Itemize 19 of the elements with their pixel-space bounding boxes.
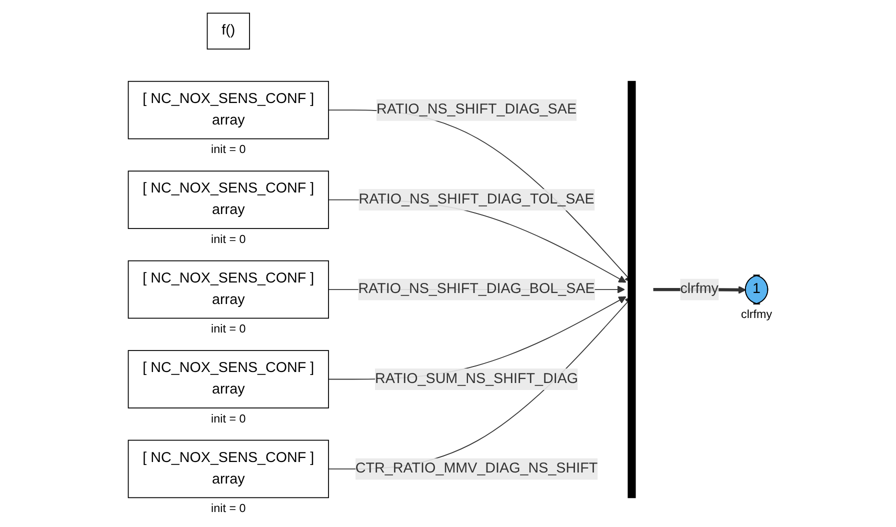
edge-label: clrfmy xyxy=(680,281,718,297)
node-label: init = 0 xyxy=(211,143,246,156)
edge-label: RATIO_NS_SHIFT_DIAG_TOL_SAE xyxy=(358,192,594,207)
node-label: init = 0 xyxy=(211,232,246,246)
edge-label: CTR_RATIO_MMV_DIAG_NS_SHIFT xyxy=(355,460,598,476)
edge-label: RATIO_SUM_NS_SHIFT_DIAG xyxy=(374,371,578,386)
node-box: [ NC_NOX_SENS_CONF ] array xyxy=(128,350,329,408)
edge-label: RATIO_NS_SHIFT_DIAG_SAE xyxy=(376,102,577,118)
node-box: [ NC_NOX_SENS_CONF ] array xyxy=(128,260,329,319)
edge-label: RATIO_NS_SHIFT_DIAG_BOL_SAE xyxy=(358,281,595,297)
node-bar xyxy=(628,80,636,498)
node-box: [ NC_NOX_SENS_CONF ] array xyxy=(128,170,329,229)
node-label: init = 0 xyxy=(211,322,246,336)
node-box: f() xyxy=(206,12,250,50)
node-box: [ NC_NOX_SENS_CONF ] array xyxy=(128,440,329,498)
node-label: init = 0 xyxy=(211,502,246,516)
node-box: [ NC_NOX_SENS_CONF ] array xyxy=(128,80,329,140)
node-label: init = 0 xyxy=(211,412,246,426)
node-label: clrfmy xyxy=(741,308,772,322)
